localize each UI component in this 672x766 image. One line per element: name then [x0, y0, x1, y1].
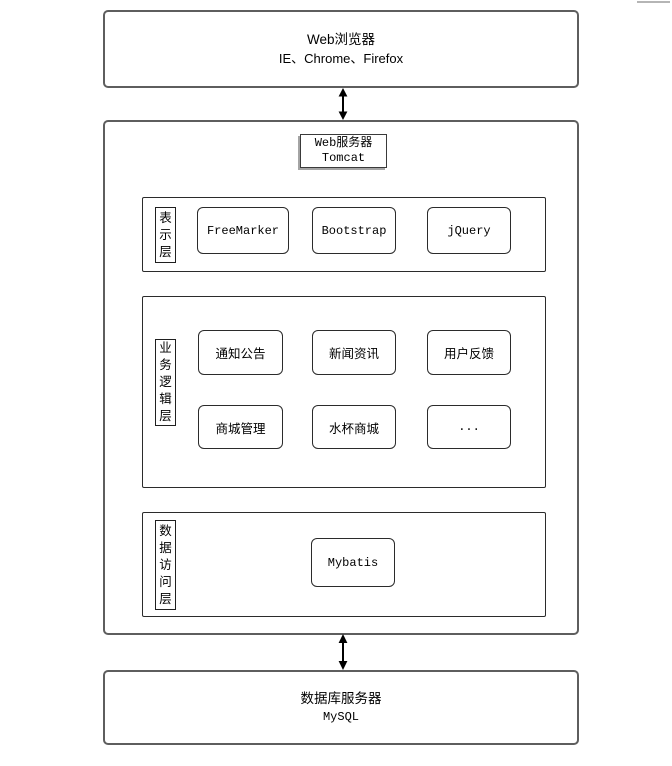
web-browser-title: Web浏览器 — [306, 32, 375, 47]
component-notice-announcement: 通知公告 — [198, 330, 283, 375]
component-ellipsis: ... — [427, 405, 511, 449]
web-browser-subtitle: IE、Chrome、Firefox — [278, 51, 404, 66]
data-access-layer-label: 数据访问层 — [155, 520, 176, 610]
up-down-arrow-icon — [336, 88, 350, 120]
web-server-name: Web服务器 — [314, 136, 373, 150]
database-server-box: 数据库服务器 MySQL — [103, 670, 579, 745]
component-freemarker: FreeMarker — [197, 207, 289, 254]
presentation-layer-label: 表示层 — [155, 207, 176, 263]
database-server-subtitle: MySQL — [322, 709, 359, 724]
component-cup-mall: 水杯商城 — [312, 405, 396, 449]
component-mall-management: 商城管理 — [198, 405, 283, 449]
web-server-label: Web服务器 Tomcat — [300, 134, 387, 168]
component-user-feedback: 用户反馈 — [427, 330, 511, 375]
component-bootstrap: Bootstrap — [312, 207, 396, 254]
web-server-product: Tomcat — [321, 151, 366, 165]
business-logic-layer-section — [142, 296, 546, 488]
component-jquery: jQuery — [427, 207, 511, 254]
component-mybatis: Mybatis — [311, 538, 395, 587]
up-down-arrow-icon — [336, 634, 350, 670]
database-server-title: 数据库服务器 — [300, 690, 382, 706]
screenshot-edge-artifact — [637, 1, 670, 3]
component-news: 新闻资讯 — [312, 330, 396, 375]
web-browser-box: Web浏览器 IE、Chrome、Firefox — [103, 10, 579, 88]
business-logic-layer-label: 业务逻辑层 — [155, 339, 176, 426]
